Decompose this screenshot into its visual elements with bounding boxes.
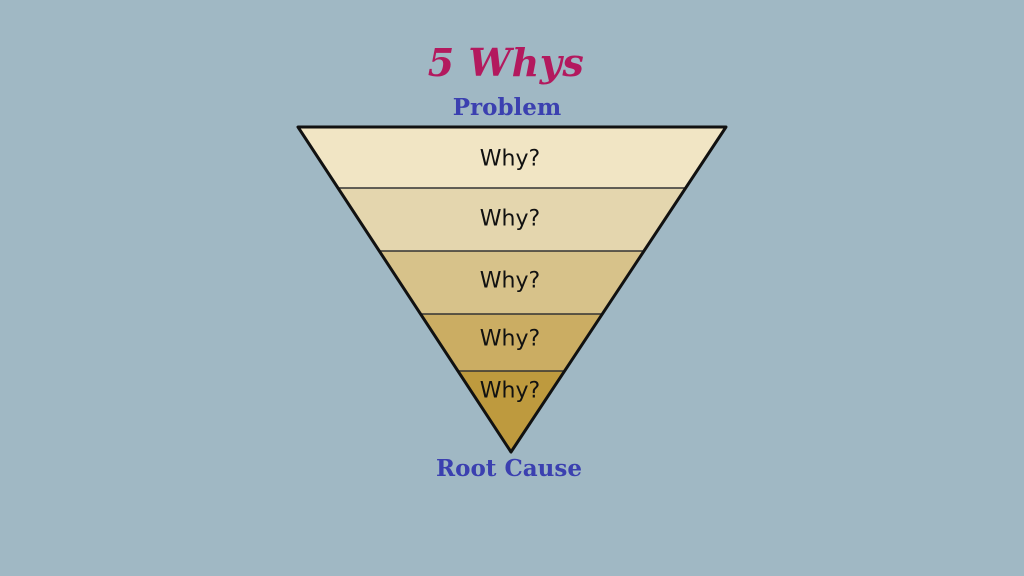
why-level-4 bbox=[420, 314, 603, 371]
why-level-1 bbox=[298, 127, 726, 188]
why-level-3 bbox=[379, 251, 644, 314]
funnel-outline bbox=[296, 125, 728, 454]
why-label-4: Why? bbox=[480, 327, 540, 352]
why-level-5 bbox=[457, 371, 565, 452]
why-label-1: Why? bbox=[480, 147, 540, 172]
why-level-2 bbox=[337, 188, 686, 251]
why-label-5: Why? bbox=[480, 379, 540, 404]
why-label-2: Why? bbox=[480, 207, 540, 232]
diagram-title: 5 Whys bbox=[427, 40, 585, 85]
why-label-3: Why? bbox=[480, 269, 540, 294]
root-cause-label: Root Cause bbox=[436, 455, 582, 482]
problem-label: Problem bbox=[452, 94, 562, 121]
